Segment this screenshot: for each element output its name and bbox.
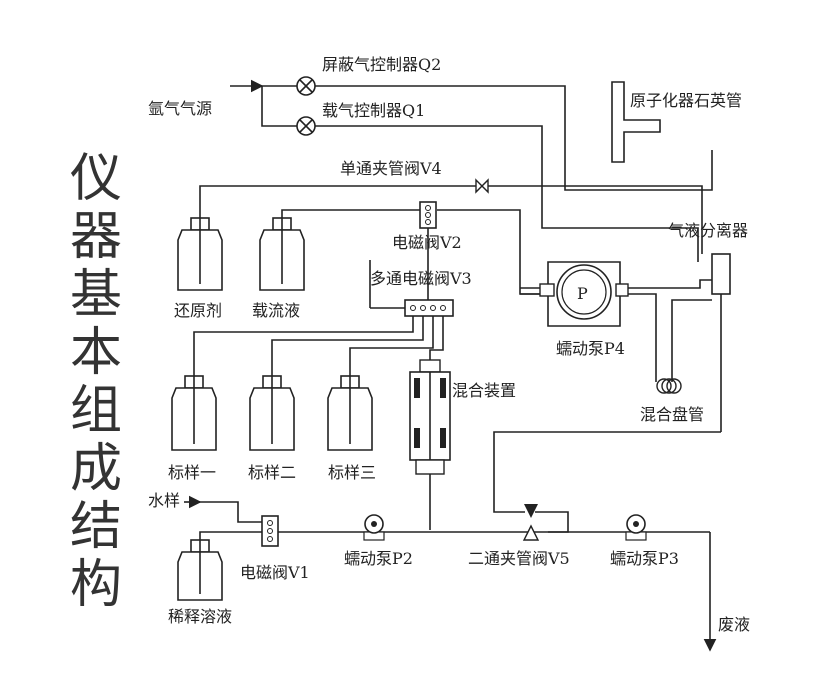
- liquid-lines-upper: [199, 185, 712, 382]
- label-water-sample: 水样: [148, 491, 180, 510]
- multi-solenoid-valve-v3-icon: [404, 299, 454, 317]
- label-standard-2: 标样二: [248, 463, 296, 482]
- label-solenoid-valve-v1: 电磁阀V1: [240, 563, 310, 582]
- label-diluent: 稀释溶液: [168, 607, 232, 626]
- bottle-carrier-solution: [259, 217, 305, 291]
- label-argon-source: 氩气气源: [148, 99, 212, 118]
- label-reductant: 还原剂: [174, 301, 222, 320]
- label-mixing-device: 混合装置: [452, 381, 516, 400]
- label-single-pinch-valve: 单通夹管阀V4: [340, 159, 442, 178]
- shield-gas-controller-icon: [296, 76, 316, 96]
- bottle-standard-3: [327, 375, 373, 451]
- label-solenoid-valve-v2: 电磁阀V2: [392, 233, 462, 252]
- bottle-reductant: [177, 217, 223, 291]
- label-peristaltic-pump-p4: 蠕动泵P4: [556, 339, 625, 358]
- two-way-pinch-valve-v5-icon: [522, 504, 540, 541]
- solenoid-valve-v1-icon: [261, 515, 279, 547]
- label-gas-liquid-separator: 气液分离器: [668, 221, 748, 240]
- pump-p4-symbol: P: [577, 284, 588, 303]
- label-carrier-gas-controller: 载气控制器Q1: [322, 101, 425, 120]
- mixing-device-icon: [409, 359, 451, 530]
- peristaltic-pump-p3-icon: [625, 514, 647, 541]
- label-waste: 废液: [718, 615, 750, 634]
- label-carrier-solution: 载流液: [252, 301, 300, 320]
- label-shield-gas-controller: 屏蔽气控制器Q2: [322, 55, 441, 74]
- label-peristaltic-pump-p2: 蠕动泵P2: [344, 549, 413, 568]
- label-two-way-pinch-valve: 二通夹管阀V5: [468, 549, 570, 568]
- label-standard-1: 标样一: [168, 463, 216, 482]
- label-mixing-coil: 混合盘管: [640, 405, 704, 424]
- diagram-title: 仪器基本组成结构: [69, 149, 122, 615]
- bottle-standard-2: [249, 375, 295, 451]
- single-pinch-valve-v4-icon: [475, 178, 489, 194]
- label-peristaltic-pump-p3: 蠕动泵P3: [610, 549, 679, 568]
- gas-liquid-separator-icon: [493, 253, 731, 513]
- bottle-diluent: [177, 539, 223, 601]
- mixing-coil-icon: [656, 378, 682, 394]
- peristaltic-pump-p4-icon: P: [539, 261, 629, 327]
- solenoid-valve-v2-icon: [419, 201, 437, 229]
- label-multi-solenoid-valve: 多通电磁阀V3: [370, 269, 472, 288]
- peristaltic-pump-p2-icon: [363, 514, 385, 541]
- label-standard-3: 标样三: [328, 463, 376, 482]
- standard-lines: [193, 316, 444, 378]
- carrier-gas-controller-icon: [296, 116, 316, 136]
- atomizer-quartz-tube-icon: [611, 81, 661, 163]
- label-atomizer-quartz-tube: 原子化器石英管: [630, 91, 742, 110]
- bottle-standard-1: [171, 375, 217, 451]
- gas-lines: [230, 79, 713, 262]
